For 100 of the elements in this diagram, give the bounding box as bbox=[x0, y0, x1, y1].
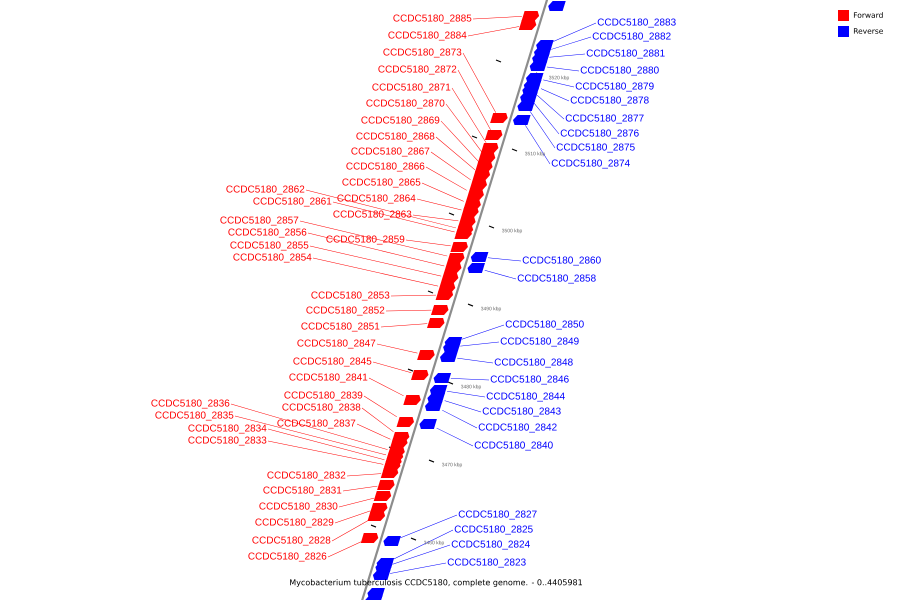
leader-line bbox=[450, 378, 490, 380]
gene-label: CCDC5180_2881 bbox=[586, 50, 665, 58]
leader-line bbox=[452, 88, 486, 144]
caption: Mycobacterium tuberculosis CCDC5180, complete genome. - 0..4405981 bbox=[290, 579, 582, 587]
gene-block bbox=[522, 11, 540, 21]
leader-line bbox=[406, 240, 451, 246]
gene-label: CCDC5180_2846 bbox=[490, 376, 569, 384]
gene-block bbox=[377, 480, 395, 490]
leader-line bbox=[488, 258, 522, 262]
gene-label: CCDC5180_2864 bbox=[337, 194, 416, 204]
gene-block bbox=[450, 242, 468, 252]
leader-line bbox=[234, 416, 386, 456]
gene-label: CCDC5180_2878 bbox=[570, 96, 649, 106]
gene-block bbox=[530, 61, 548, 71]
leader-line bbox=[332, 520, 368, 542]
leader-line bbox=[310, 246, 442, 276]
gene-label: CCDC5180_2872 bbox=[378, 66, 456, 74]
gene-block bbox=[411, 370, 428, 380]
leader-line bbox=[426, 166, 467, 191]
gene-block bbox=[472, 170, 490, 180]
gene-label: CCDC5180_2865 bbox=[342, 178, 420, 188]
gene-label: CCDC5180_2829 bbox=[255, 518, 334, 528]
leader-line bbox=[542, 80, 574, 88]
leader-line bbox=[342, 486, 378, 492]
gene-block bbox=[360, 533, 378, 543]
gene-label: CCDC5180_2857 bbox=[220, 216, 298, 226]
leader-line bbox=[553, 22, 596, 42]
gene-block bbox=[440, 273, 458, 283]
gene-block bbox=[368, 511, 386, 521]
leader-line bbox=[306, 190, 456, 228]
leader-line bbox=[416, 198, 462, 210]
leader-line bbox=[356, 424, 391, 440]
gene-block bbox=[548, 1, 566, 11]
gene-label: CCDC5180_2880 bbox=[580, 66, 659, 76]
leader-line bbox=[484, 270, 516, 280]
leader-line bbox=[446, 391, 486, 398]
leader-line bbox=[400, 514, 458, 538]
leader-line bbox=[436, 136, 476, 170]
gene-label: CCDC5180_2870 bbox=[366, 100, 444, 108]
gene-block bbox=[396, 417, 414, 427]
gene-label: CCDC5180_2845 bbox=[293, 358, 372, 366]
leader-line bbox=[380, 323, 428, 328]
gene-label: CCDC5180_2867 bbox=[351, 148, 430, 156]
gene-label: CCDC5180_2875 bbox=[556, 144, 635, 152]
gene-label: CCDC5180_2847 bbox=[297, 340, 376, 348]
gene-block bbox=[518, 20, 536, 30]
gene-block bbox=[447, 253, 464, 263]
leader-line bbox=[540, 88, 570, 102]
gene-block bbox=[372, 570, 390, 580]
leader-line bbox=[468, 26, 520, 36]
leader-line bbox=[446, 104, 483, 154]
gene-label: CCDC5180_2853 bbox=[311, 292, 390, 300]
gene-label: CCDC5180_2827 bbox=[458, 510, 537, 520]
gene-block bbox=[419, 419, 437, 429]
leader-line bbox=[440, 120, 480, 162]
leader-line bbox=[456, 358, 494, 364]
gene-block bbox=[478, 153, 496, 163]
gene-label: CCDC5180_2844 bbox=[486, 392, 565, 402]
gene-label: CCDC5180_2834 bbox=[188, 424, 266, 434]
gene-label: CCDC5180_2877 bbox=[566, 114, 644, 124]
gene-block bbox=[470, 180, 487, 190]
gene-label: CCDC5180_2828 bbox=[252, 536, 330, 546]
leader-line bbox=[328, 542, 362, 558]
gene-label: CCDC5180_2885 bbox=[393, 14, 472, 24]
gene-label: CCDC5180_2843 bbox=[482, 408, 561, 416]
gene-label: CCDC5180_2882 bbox=[592, 32, 671, 42]
leader-line bbox=[549, 54, 586, 58]
leader-line bbox=[546, 66, 580, 72]
leader-line bbox=[536, 94, 564, 120]
leader-line bbox=[394, 530, 454, 560]
gene-block bbox=[520, 92, 538, 102]
gene-block bbox=[484, 130, 502, 140]
gene-label: CCDC5180_2826 bbox=[248, 552, 326, 562]
gene-label: CCDC5180_2836 bbox=[151, 400, 230, 408]
leader-line bbox=[346, 473, 382, 476]
gene-label: CCDC5180_2849 bbox=[500, 338, 579, 346]
leader-line bbox=[460, 342, 500, 346]
gene-label: CCDC5180_2832 bbox=[267, 472, 346, 480]
gene-label: CCDC5180_2856 bbox=[228, 228, 306, 238]
leader-line bbox=[390, 294, 436, 296]
gene-label: CCDC5180_2841 bbox=[289, 374, 368, 382]
leader-line bbox=[436, 428, 474, 446]
gene-block bbox=[444, 263, 462, 273]
gene-block bbox=[490, 113, 508, 123]
gene-block bbox=[470, 252, 488, 262]
gene-block bbox=[458, 217, 476, 227]
leader-line bbox=[472, 16, 522, 20]
leader-line bbox=[412, 214, 459, 222]
gene-label: CCDC5180_2871 bbox=[372, 84, 450, 92]
gene-block bbox=[468, 263, 485, 273]
leader-line bbox=[550, 36, 592, 50]
leader-line bbox=[442, 410, 478, 428]
gene-block bbox=[480, 143, 498, 153]
leader-line bbox=[362, 408, 394, 432]
leader-line bbox=[462, 52, 496, 114]
gene-block bbox=[403, 395, 421, 405]
leader-line bbox=[376, 344, 418, 354]
gene-label: CCDC5180_2851 bbox=[301, 322, 380, 332]
gene-label: CCDC5180_2874 bbox=[552, 160, 630, 168]
leader-line bbox=[533, 102, 560, 134]
